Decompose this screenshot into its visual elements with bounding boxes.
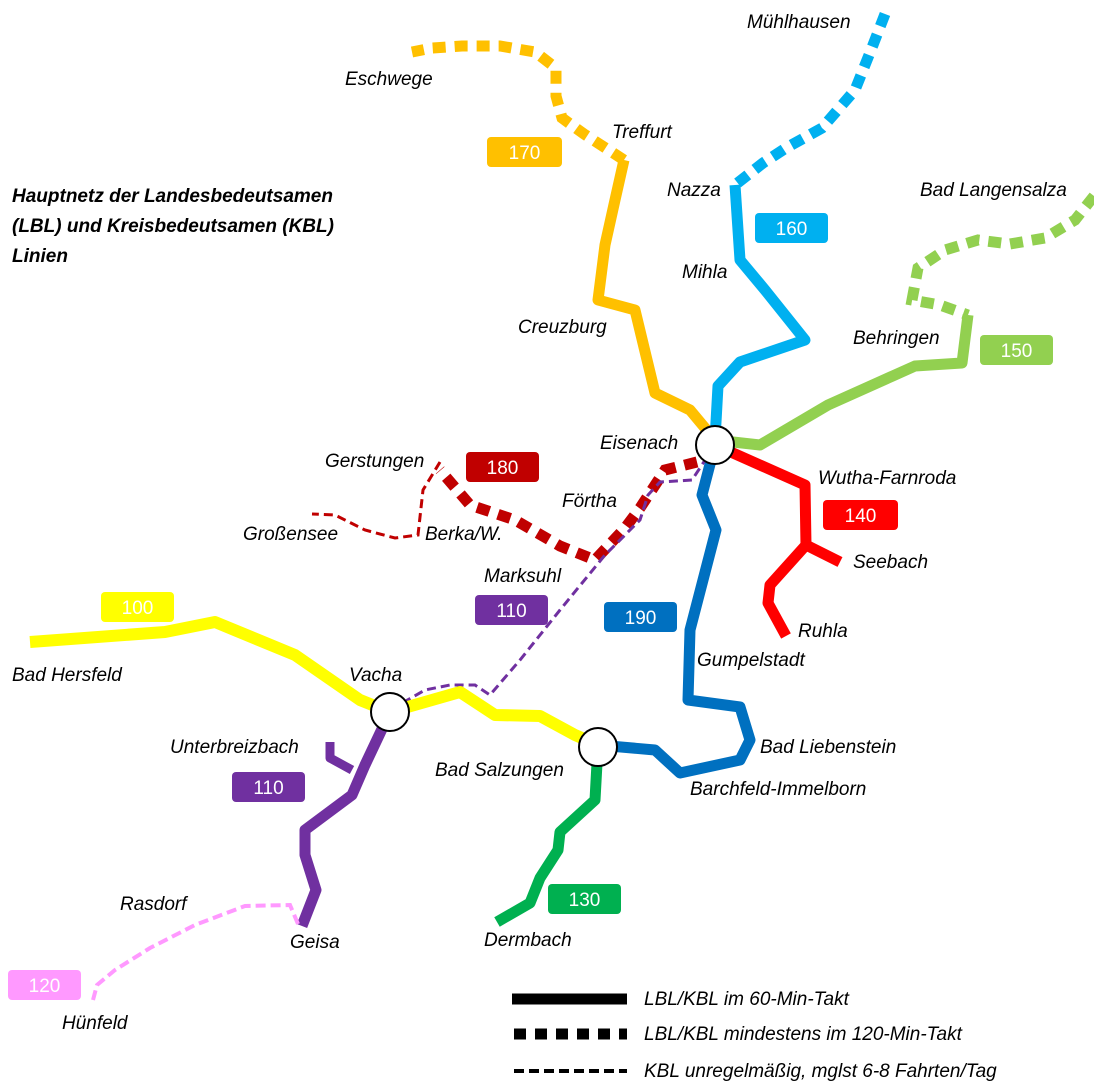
route-180-dashed xyxy=(311,461,442,540)
place-muehlhausen: Mühlhausen xyxy=(747,12,851,33)
place-geisa: Geisa xyxy=(290,932,340,953)
place-eisenach: Eisenach xyxy=(600,433,678,454)
route-170-solid xyxy=(592,158,720,444)
badge-160-box xyxy=(755,213,828,243)
place-dermbach: Dermbach xyxy=(484,930,572,951)
place-wutha-farnroda: Wutha-Farnroda xyxy=(818,468,956,489)
place-gerstungen: Gerstungen xyxy=(325,451,424,472)
place-berka: Berka/W. xyxy=(425,524,502,545)
place-gumpelstadt: Gumpelstadt xyxy=(697,650,805,671)
route-130 xyxy=(494,744,604,927)
badge-110-south: 110 xyxy=(232,772,305,802)
legend-dashed-label: KBL unregelmäßig, mglst 6-8 Fahrten/Tag xyxy=(644,1061,997,1082)
badge-120-label: 120 xyxy=(29,976,61,997)
place-grossensee: Großensee xyxy=(243,524,338,545)
place-seebach: Seebach xyxy=(853,552,928,573)
place-treffurt: Treffurt xyxy=(612,122,673,143)
route-150-solid xyxy=(714,314,974,451)
place-creuzburg: Creuzburg xyxy=(518,317,607,338)
map-title-line2: (LBL) und Kreisbedeutsamen (KBL) xyxy=(12,216,334,237)
route-160-dotted xyxy=(731,12,891,190)
route-110-dashed xyxy=(389,444,717,712)
place-eschwege: Eschwege xyxy=(345,69,433,90)
badge-160: 160 xyxy=(755,213,828,243)
badge-110-south-label: 110 xyxy=(253,778,283,799)
hub-vacha xyxy=(370,692,410,732)
hub-bad-salzungen xyxy=(578,727,618,767)
place-bad-langensalza: Bad Langensalza xyxy=(920,180,1067,201)
badge-150: 150 xyxy=(980,335,1053,365)
badge-140-label: 140 xyxy=(845,506,877,527)
place-mihla: Mihla xyxy=(682,262,727,283)
badge-190-box xyxy=(604,602,677,632)
badge-100-label: 100 xyxy=(122,598,154,619)
badge-110-north-label: 110 xyxy=(496,601,526,622)
route-110-branch xyxy=(325,742,355,774)
place-ruhla: Ruhla xyxy=(798,621,848,642)
route-140-branch xyxy=(803,540,843,567)
route-160-solid xyxy=(709,184,811,441)
badge-160-label: 160 xyxy=(776,219,808,240)
route-170-dotted xyxy=(410,40,627,165)
route-180-dotted xyxy=(435,456,699,567)
badge-120-box xyxy=(8,970,81,1000)
place-unterbreizbach: Unterbreizbach xyxy=(170,737,299,758)
legend: LBL/KBL im 60-Min-Takt LBL/KBL mindesten… xyxy=(512,989,997,1082)
badge-110-north-box xyxy=(475,595,548,625)
badge-110-south-box xyxy=(232,772,305,802)
place-bad-liebenstein: Bad Liebenstein xyxy=(760,737,896,758)
badge-130: 130 xyxy=(548,884,621,914)
badge-140-box xyxy=(823,500,898,530)
place-barchfeld: Barchfeld-Immelborn xyxy=(690,779,866,800)
legend-dotted-label: LBL/KBL mindestens im 120-Min-Takt xyxy=(644,1024,963,1045)
map-title-line3: Linien xyxy=(12,246,68,267)
badge-120: 120 xyxy=(8,970,81,1000)
badge-190-label: 190 xyxy=(625,608,657,629)
badge-170-label: 170 xyxy=(509,143,541,164)
badge-180-label: 180 xyxy=(487,458,519,479)
badge-150-box xyxy=(980,335,1053,365)
place-nazza: Nazza xyxy=(667,180,721,201)
route-110-solid xyxy=(296,709,395,928)
route-140 xyxy=(712,439,812,639)
route-120 xyxy=(91,902,300,1001)
route-150-dotted xyxy=(905,192,1094,321)
place-bad-salzungen: Bad Salzungen xyxy=(435,760,564,781)
place-foertha: Förtha xyxy=(562,491,617,512)
badge-190: 190 xyxy=(604,602,677,632)
badge-170: 170 xyxy=(487,137,562,167)
badge-180: 180 xyxy=(466,452,539,482)
route-190 xyxy=(597,443,756,779)
badge-100: 100 xyxy=(101,592,174,622)
badge-130-label: 130 xyxy=(569,890,601,911)
badge-130-box xyxy=(548,884,621,914)
place-marksuhl: Marksuhl xyxy=(484,566,562,587)
badge-100-box xyxy=(101,592,174,622)
badge-140: 140 xyxy=(823,500,898,530)
badge-180-box xyxy=(466,452,539,482)
place-behringen: Behringen xyxy=(853,328,940,349)
place-huenfeld: Hünfeld xyxy=(62,1013,129,1034)
place-bad-hersfeld: Bad Hersfeld xyxy=(12,665,123,686)
legend-solid-label: LBL/KBL im 60-Min-Takt xyxy=(644,989,850,1010)
map-title-line1: Hauptnetz der Landesbedeutsamen xyxy=(12,186,333,207)
place-rasdorf: Rasdorf xyxy=(120,894,188,915)
badge-110-north: 110 xyxy=(475,595,548,625)
place-vacha: Vacha xyxy=(349,665,402,686)
hub-eisenach xyxy=(695,425,735,465)
badge-170-box xyxy=(487,137,562,167)
badge-150-label: 150 xyxy=(1001,341,1033,362)
